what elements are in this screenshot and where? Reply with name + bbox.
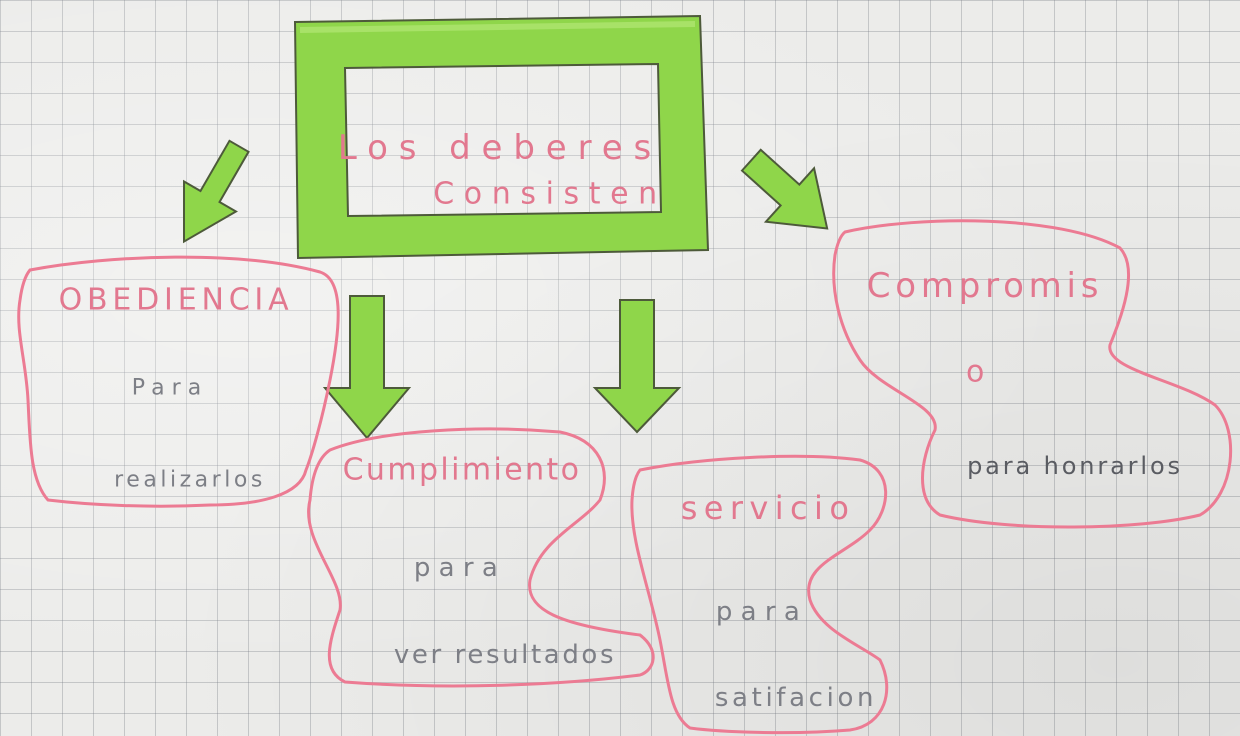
node-compromiso-title: Compromis — [866, 266, 1104, 306]
node-servicio-connector: para — [715, 597, 809, 627]
servicio-cloud — [630, 454, 889, 735]
node-obediencia-connector: Para — [131, 375, 209, 401]
node-obediencia-title: OBEDIENCIA — [58, 282, 294, 318]
node-cumplimiento-purpose: ver resultados — [393, 640, 617, 670]
obediencia-cloud — [17, 255, 340, 508]
node-compromiso-connector: o — [966, 354, 994, 390]
central-title-line-2: Consisten — [433, 176, 667, 212]
arrow-to-servicio — [592, 299, 682, 434]
cumplimiento-cloud — [307, 427, 655, 688]
central-title-line-1: Los deberes — [337, 128, 663, 168]
node-cumplimiento-connector: para — [413, 553, 507, 583]
node-compromiso-purpose: para honrarlos — [967, 452, 1183, 480]
node-servicio-purpose: satifacion — [714, 683, 878, 713]
central-box — [293, 14, 710, 260]
node-cumplimiento-title: Cumplimiento — [342, 452, 582, 488]
compromiso-cloud — [832, 219, 1233, 529]
node-obediencia-purpose: realizarlos — [114, 467, 266, 493]
arrow-to-compromiso — [740, 148, 829, 230]
arrow-to-obediencia — [182, 139, 250, 244]
node-servicio-title: servicio — [680, 489, 856, 527]
arrow-to-cumplimiento — [322, 295, 412, 440]
